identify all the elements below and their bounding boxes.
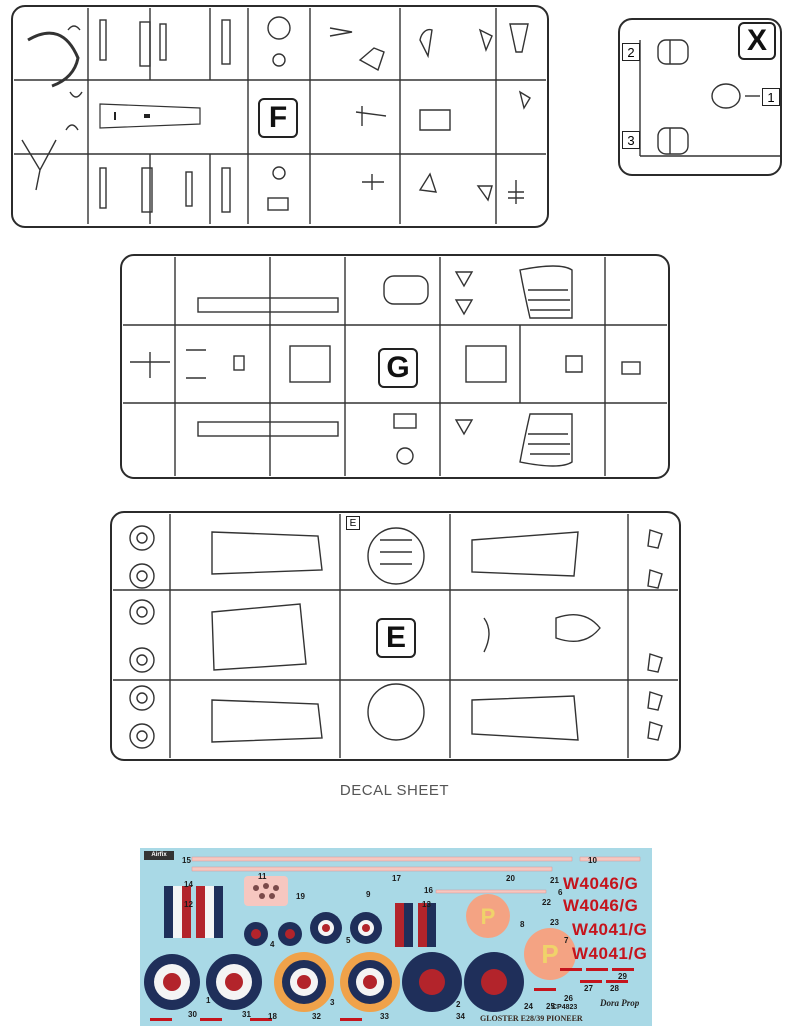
decal-graphics: P P (144, 856, 641, 1021)
registration-1: W4046/G (563, 874, 639, 893)
decal-number: 31 (242, 1010, 251, 1019)
decal-number: 32 (312, 1012, 321, 1021)
decal-number: 8 (520, 920, 525, 929)
part-number-3: 3 (622, 131, 640, 149)
registration-4: W4041/G (572, 944, 648, 963)
decal-number: 27 (584, 984, 593, 993)
decal-number: 23 (550, 918, 559, 927)
svg-text:P: P (541, 939, 558, 969)
svg-text:P: P (481, 904, 496, 929)
product-code: CP4823 (552, 1004, 578, 1011)
decal-number: 13 (422, 900, 431, 909)
decal-number: 25 (546, 1002, 555, 1011)
sprue-e-tag: E (346, 516, 360, 530)
decal-number: 6 (558, 888, 563, 897)
decal-number: 26 (564, 994, 573, 1003)
sprue-x-label: X (738, 22, 776, 60)
decal-number: 20 (506, 874, 515, 883)
decal-number: 11 (258, 872, 267, 881)
decal-number: 5 (346, 936, 351, 945)
decal-number: 1 (206, 996, 211, 1005)
decal-number: 14 (184, 880, 193, 889)
decal-number: 10 (588, 856, 597, 865)
decal-number: 28 (610, 984, 619, 993)
decal-number: 19 (296, 892, 305, 901)
sprue-e-label: E (376, 618, 416, 658)
decal-number: 16 (424, 886, 433, 895)
kit-title: GLOSTER E28/39 PIONEER (480, 1014, 583, 1023)
decal-number: 4 (270, 940, 275, 949)
decal-number: 34 (456, 1012, 465, 1021)
decal-number: 22 (542, 898, 551, 907)
decal-number: 9 (366, 890, 371, 899)
decal-sheet-caption: DECAL SHEET (339, 782, 450, 799)
registration-2: W4046/G (563, 896, 639, 915)
decal-sheet: Airfix (140, 848, 652, 1026)
sprue-g-label: G (378, 348, 418, 388)
decal-number: 21 (550, 876, 559, 885)
decal-number: 24 (524, 1002, 533, 1011)
decal-number: 33 (380, 1012, 389, 1021)
decal-number: 3 (330, 998, 335, 1007)
decal-number: 17 (392, 874, 401, 883)
decal-number: 7 (564, 936, 569, 945)
brand-logo: Airfix (144, 851, 174, 860)
part-number-1: 1 (762, 88, 780, 106)
sprue-f-label: F (258, 98, 298, 138)
decal-number: 30 (188, 1010, 197, 1019)
decal-number: 2 (456, 1000, 461, 1009)
part-number-2: 2 (622, 43, 640, 61)
dora-prop-logo: Dora Prop (600, 998, 640, 1008)
decal-number: 12 (184, 900, 193, 909)
decal-number: 18 (268, 1012, 277, 1021)
decal-number: 15 (182, 856, 191, 865)
registration-3: W4041/G (572, 920, 648, 939)
decal-number: 29 (618, 972, 627, 981)
